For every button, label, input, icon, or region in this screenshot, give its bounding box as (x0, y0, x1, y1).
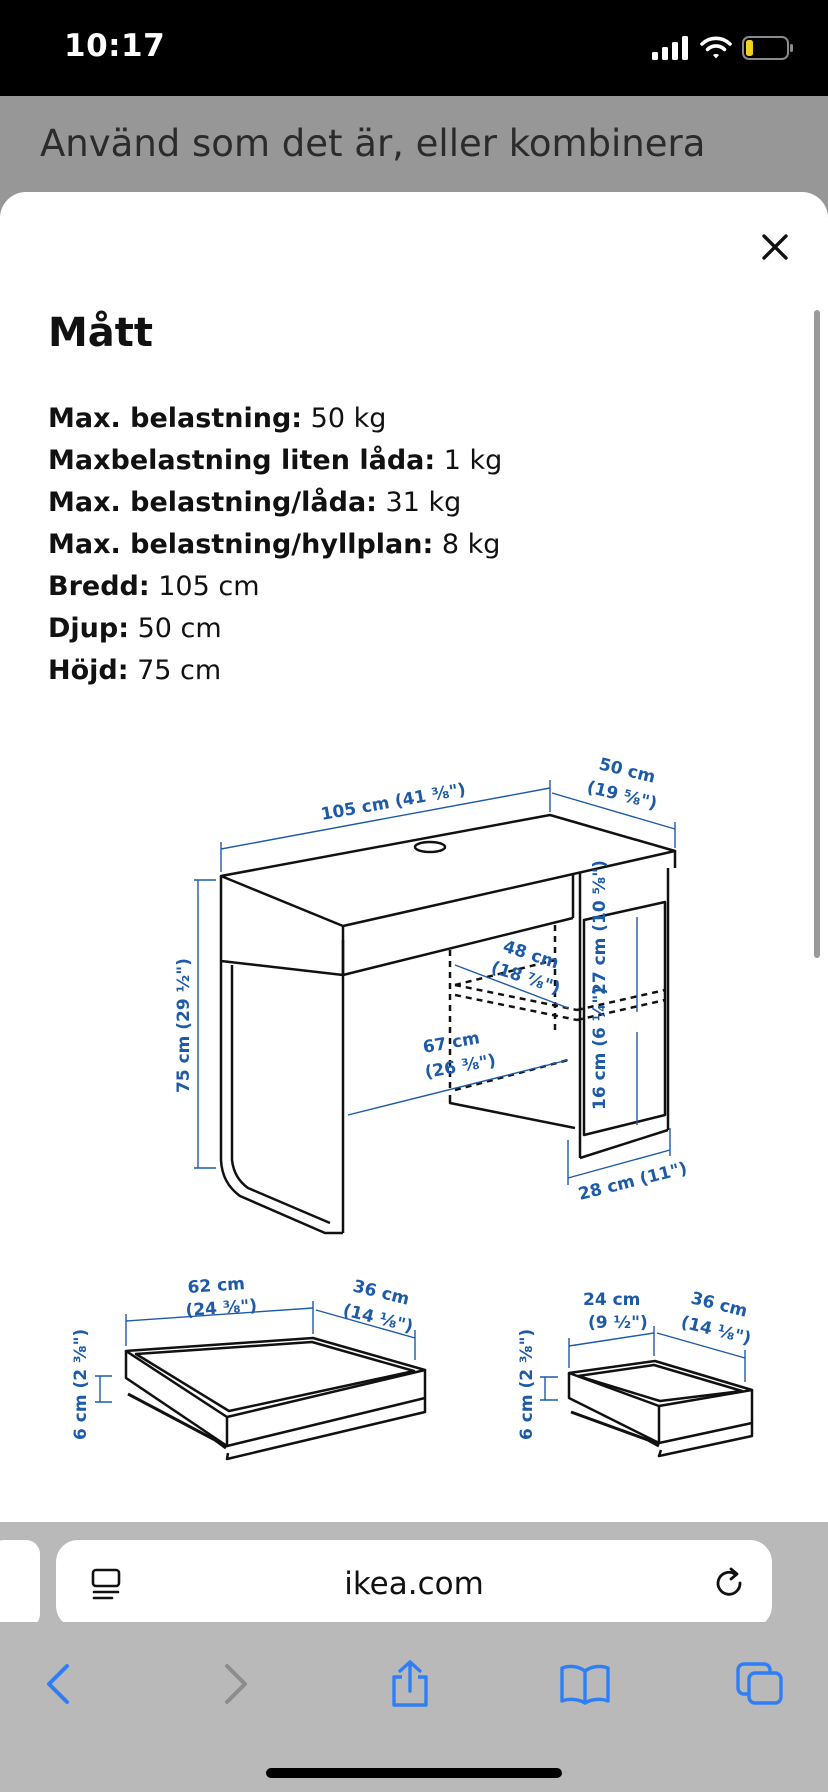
dimensions-sheet: Mått Max. belastning: 50 kg Maxbelastnin… (0, 192, 828, 1522)
browser-toolbar (0, 1622, 828, 1792)
tabs-icon (736, 1662, 783, 1705)
small-drawer-height-label: 6 cm (2 ⅜") (517, 1329, 537, 1440)
url-text[interactable]: ikea.com (344, 1566, 484, 1602)
small-drawer-width-label-cm: 24 cm (583, 1290, 640, 1310)
desk-width-label: 105 cm (41 ⅜") (319, 780, 467, 825)
spec-list: Max. belastning: 50 kg Maxbelastning lit… (48, 398, 502, 692)
inner-width-label-cm: 67 cm (421, 1028, 481, 1058)
spec-value: 50 cm (129, 613, 222, 644)
status-bar: 10:17 (0, 0, 828, 96)
share-icon (392, 1660, 428, 1707)
close-icon[interactable] (758, 230, 792, 264)
back-button[interactable] (28, 1654, 88, 1714)
desk-drawing (219, 813, 677, 1235)
previous-tab-peek[interactable] (0, 1540, 40, 1628)
spec-row-height: Höjd: 75 cm (48, 650, 502, 692)
spec-row-depth: Djup: 50 cm (48, 608, 502, 650)
address-bar[interactable]: ikea.com (56, 1540, 772, 1628)
spec-label: Höjd: (48, 655, 129, 686)
spec-row-small-drawer-load: Maxbelastning liten låda: 1 kg (48, 440, 502, 482)
spec-label: Max. belastning: (48, 403, 303, 434)
status-time: 10:17 (64, 28, 166, 64)
spec-value: 8 kg (433, 529, 501, 560)
forward-button[interactable] (206, 1654, 266, 1714)
tabs-button[interactable] (730, 1654, 790, 1714)
reload-icon[interactable] (712, 1566, 748, 1602)
reader-mode-icon[interactable] (90, 1567, 124, 1601)
spec-label: Max. belastning/låda: (48, 487, 377, 518)
spec-label: Maxbelastning liten låda: (48, 445, 436, 476)
spec-row-max-load: Max. belastning: 50 kg (48, 398, 502, 440)
shelf-lower-label: 16 cm (6 ¼") (590, 987, 610, 1110)
spec-row-shelf-load: Max. belastning/hyllplan: 8 kg (48, 524, 502, 566)
shelf-upper-label: 27 cm (10 ⅝") (590, 860, 610, 995)
small-drawer-drawing (567, 1359, 754, 1458)
spec-value: 1 kg (435, 445, 503, 476)
spec-row-width: Bredd: 105 cm (48, 566, 502, 608)
home-indicator (266, 1768, 562, 1778)
spec-value: 50 kg (302, 403, 387, 434)
spec-label: Djup: (48, 613, 130, 644)
spec-label: Max. belastning/hyllplan: (48, 529, 434, 560)
page-title: Mått (48, 310, 154, 356)
battery-low-icon (742, 36, 793, 60)
spec-value: 75 cm (128, 655, 222, 686)
scrollbar[interactable] (814, 310, 820, 958)
share-button[interactable] (380, 1654, 440, 1714)
big-drawer-width-label-cm: 62 cm (187, 1274, 246, 1298)
background-page-title: Använd som det är, eller kombinera (40, 122, 706, 165)
big-drawer-width-label-in: (24 ⅜") (185, 1296, 258, 1321)
address-bar-area: ikea.com (0, 1522, 828, 1628)
small-drawer-width-label-in: (9 ½") (588, 1313, 648, 1333)
small-drawer-dimension-lines (540, 1326, 746, 1401)
status-icons (652, 34, 794, 62)
spec-value: 31 kg (376, 487, 462, 518)
spec-value: 105 cm (149, 571, 260, 602)
desk-height-label: 75 cm (29 ½") (174, 958, 194, 1093)
bookmarks-button[interactable] (555, 1654, 615, 1714)
wifi-icon (700, 36, 732, 59)
book-icon (560, 1664, 610, 1705)
cabinet-width-label: 28 cm (11") (576, 1159, 689, 1205)
big-drawer-height-label: 6 cm (2 ⅜") (71, 1329, 91, 1440)
chevron-right-icon (225, 1664, 247, 1704)
big-drawer-dimension-lines (95, 1301, 416, 1403)
desk-dimension-lines (194, 780, 676, 1185)
spec-label: Bredd: (48, 571, 150, 602)
cellular-signal-icon (652, 36, 688, 60)
dimension-diagram: 105 cm (41 ⅜") 50 cm (19 ⅝") 75 cm (29 ½… (71, 754, 754, 1461)
big-drawer-drawing (124, 1336, 427, 1461)
chevron-left-icon (47, 1664, 69, 1704)
spec-row-drawer-load: Max. belastning/låda: 31 kg (48, 482, 502, 524)
